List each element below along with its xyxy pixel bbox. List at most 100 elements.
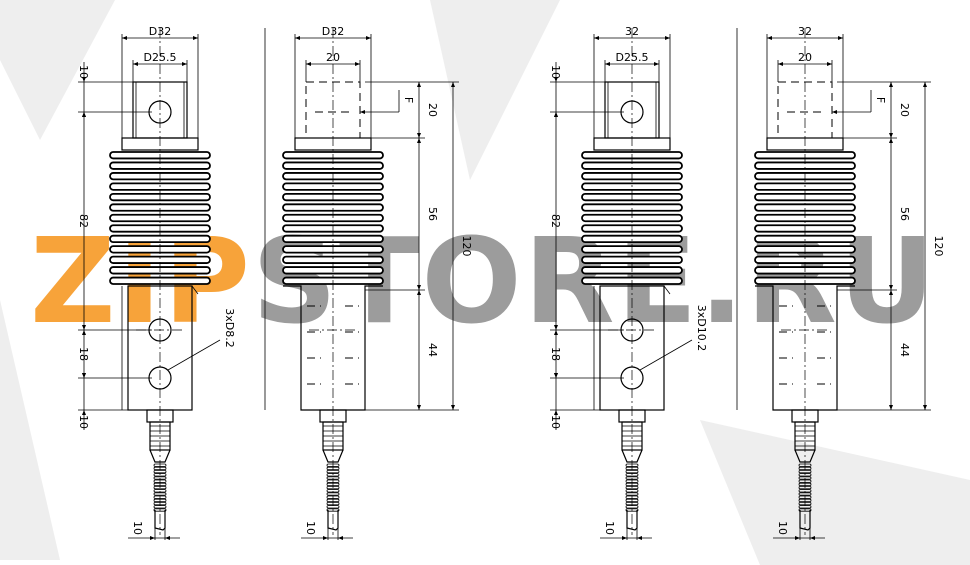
arrowhead	[637, 536, 642, 540]
dim-top-outer: D32	[149, 25, 171, 38]
spring-coil	[326, 508, 340, 512]
dim-top-inner: 20	[798, 51, 812, 64]
arrowhead	[889, 290, 893, 295]
bellows-rib	[581, 234, 683, 244]
arrowhead	[82, 410, 86, 415]
hole-note: 3xD10.2	[695, 305, 708, 351]
spring-coil	[798, 508, 812, 512]
dim-top-outer: 32	[798, 25, 812, 38]
arrowhead	[133, 62, 138, 66]
dim-left-18: 18	[549, 347, 562, 361]
dim-top-inner: D25.5	[616, 51, 649, 64]
arrowhead	[622, 536, 627, 540]
arrowhead	[889, 133, 893, 138]
arrowhead	[417, 133, 421, 138]
spring-coil	[153, 508, 167, 512]
arrowhead	[767, 36, 772, 40]
force-label: F	[874, 97, 887, 103]
dim-left-18: 18	[77, 347, 90, 361]
bellows-rib	[282, 234, 384, 244]
arrowhead	[889, 82, 893, 87]
arrowhead	[832, 110, 837, 114]
arrowhead	[82, 330, 86, 335]
arrowhead	[417, 285, 421, 290]
bellows-rib	[754, 234, 856, 244]
force-label: F	[402, 97, 415, 103]
arrowhead	[810, 536, 815, 540]
dim-cable: 10	[304, 521, 317, 535]
arrowhead	[82, 112, 86, 117]
arrowhead	[323, 536, 328, 540]
arrowhead	[355, 62, 360, 66]
dim-cable: 10	[131, 521, 144, 535]
arrowhead	[306, 62, 311, 66]
arrowhead	[451, 82, 455, 87]
arrowhead	[417, 82, 421, 87]
dim-right-20: 20	[426, 103, 439, 117]
arrowhead	[889, 405, 893, 410]
arrowhead	[889, 285, 893, 290]
arrowhead	[605, 62, 610, 66]
lower-body-edge	[663, 285, 671, 295]
spring-coil	[153, 469, 167, 474]
hole-leader	[639, 339, 693, 371]
arrowhead	[150, 536, 155, 540]
arrowhead	[182, 62, 187, 66]
arrowhead	[554, 77, 558, 82]
arrowhead	[838, 36, 843, 40]
spring-coil	[798, 469, 812, 474]
spring-coil	[625, 508, 639, 512]
arrowhead	[554, 325, 558, 330]
cable	[626, 510, 638, 531]
dim-top-inner: D25.5	[144, 51, 177, 64]
arrowhead	[554, 112, 558, 117]
cable	[799, 510, 811, 531]
arrowhead	[82, 325, 86, 330]
arrowhead	[417, 138, 421, 143]
dim-right-120: 120	[460, 236, 473, 257]
spring-coil	[625, 492, 639, 496]
dim-right-120: 120	[932, 236, 945, 257]
dim-right-44: 44	[426, 343, 439, 357]
dim-left-10-bottom: 10	[549, 415, 562, 429]
dim-right-20: 20	[898, 103, 911, 117]
arrowhead	[594, 36, 599, 40]
arrowhead	[451, 405, 455, 410]
arrowhead	[82, 77, 86, 82]
dim-left-10-top: 10	[549, 65, 562, 79]
spring-coil	[326, 492, 340, 496]
spring-coil	[326, 469, 340, 474]
dim-cable: 10	[776, 521, 789, 535]
dim-right-44: 44	[898, 343, 911, 357]
hole-leader	[167, 339, 221, 371]
dim-right-56: 56	[898, 207, 911, 221]
view-b-side: 32 20 10 F 20 56 44 120	[736, 25, 945, 540]
arrowhead	[923, 82, 927, 87]
dim-left-10-bottom: 10	[77, 415, 90, 429]
spring-coil	[625, 469, 639, 474]
arrowhead	[665, 36, 670, 40]
arrowhead	[417, 405, 421, 410]
views-container: 3xD8.2D32D25.51010821810D322010F20564412…	[77, 25, 945, 540]
lower-body-edge	[191, 285, 199, 295]
arrowhead	[360, 110, 365, 114]
arrowhead	[338, 536, 343, 540]
arrowhead	[923, 405, 927, 410]
arrowhead	[366, 36, 371, 40]
dim-cable: 10	[603, 521, 616, 535]
arrowhead	[122, 36, 127, 40]
hole-note: 3xD8.2	[223, 308, 236, 347]
spring-coil	[153, 492, 167, 496]
arrowhead	[165, 536, 170, 540]
arrowhead	[654, 62, 659, 66]
dim-top-outer: 32	[625, 25, 639, 38]
arrowhead	[795, 536, 800, 540]
arrowhead	[554, 410, 558, 415]
arrowhead	[778, 62, 783, 66]
arrowhead	[889, 138, 893, 143]
